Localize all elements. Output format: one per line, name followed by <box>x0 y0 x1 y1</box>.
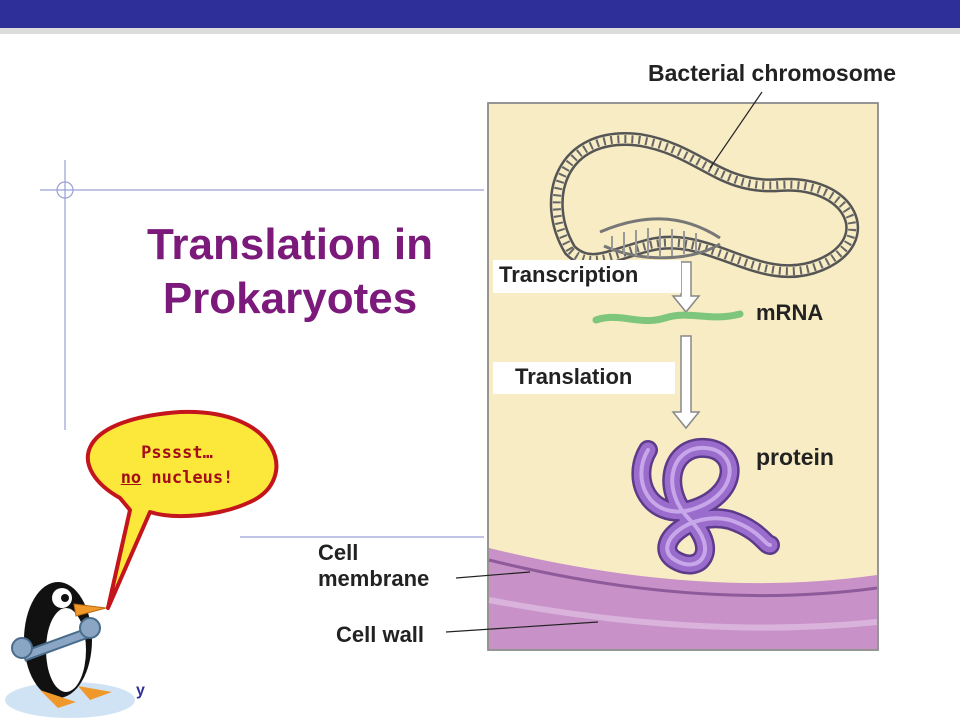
callout-no: no <box>120 468 142 488</box>
penguin-mascot <box>5 582 135 718</box>
flow-arrows <box>671 261 701 430</box>
label-mrna: mRNA <box>756 300 824 325</box>
callout-line-1: Psssst… <box>141 443 213 463</box>
callout-text: Psssst… no nucleus! <box>92 441 262 491</box>
protein-coil <box>631 438 780 575</box>
cell-illustration <box>445 91 879 651</box>
crosshair-decoration <box>40 160 484 538</box>
title-line-1: Translation in <box>146 220 434 269</box>
top-bar <box>0 0 960 28</box>
speech-bubble <box>85 409 279 610</box>
footer-partial-text: y <box>136 682 145 699</box>
callout-line-2: nucleus! <box>141 468 234 488</box>
page-title: Translation in Prokaryotes <box>100 218 480 326</box>
wrench-icon <box>11 617 101 662</box>
mrna-strand <box>592 310 744 325</box>
label-bacterial-chromosome: Bacterial chromosome <box>648 60 896 86</box>
label-translation: Translation <box>493 362 675 394</box>
label-cell-wall: Cell wall <box>336 622 425 647</box>
cell-membrane-line-2: membrane <box>318 566 430 591</box>
label-transcription: Transcription <box>493 260 681 293</box>
label-protein: protein <box>756 444 834 470</box>
chromosome-helix <box>549 132 859 279</box>
title-line-2: Prokaryotes <box>162 274 418 323</box>
label-cell-membrane: Cell membrane <box>318 540 429 592</box>
top-bar-shadow <box>0 28 960 34</box>
cell-membrane-line-1: Cell <box>318 540 359 565</box>
